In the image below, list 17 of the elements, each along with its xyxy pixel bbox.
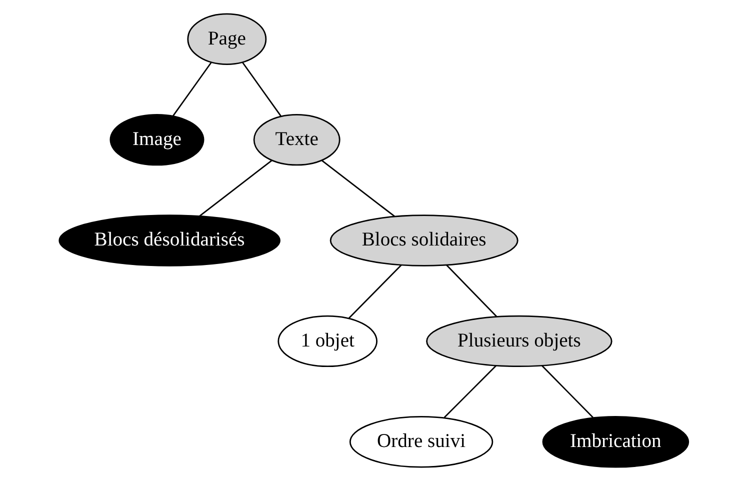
connector [321, 160, 394, 217]
connector [443, 365, 496, 418]
node-ellipse: Ordre suivi [348, 416, 493, 468]
connector [198, 160, 272, 217]
node-ellipse: Image [109, 114, 204, 166]
node-ellipse: Blocs désolidarisés [58, 214, 280, 266]
node-ellipse: 1 objet [277, 315, 377, 368]
node-ellipse: Plusieurs objets [426, 315, 612, 368]
connector [172, 62, 212, 116]
connector [348, 264, 402, 319]
connector [241, 62, 281, 116]
node-ellipse: Imbrication [542, 416, 689, 468]
node-ellipse: Blocs solidaires [329, 214, 518, 266]
connector [446, 264, 497, 318]
node-ellipse: Page [186, 13, 266, 65]
connector [541, 365, 593, 418]
node-ellipse: Texte [252, 114, 340, 166]
